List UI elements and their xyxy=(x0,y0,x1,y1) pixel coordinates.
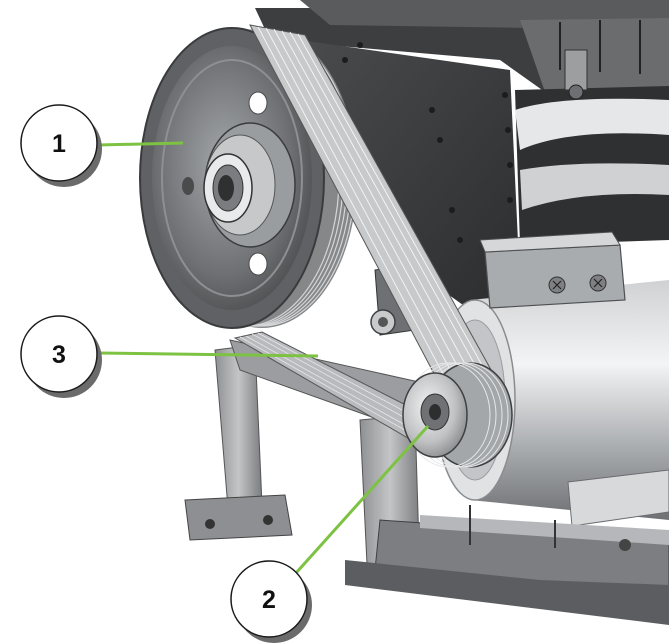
callout-2: 2 xyxy=(230,560,312,643)
callout-leaders xyxy=(97,141,430,575)
callout-3: 3 xyxy=(20,315,102,398)
callout-1-label: 1 xyxy=(52,130,66,158)
small-pulley xyxy=(402,362,513,468)
callout-2-label: 2 xyxy=(262,586,276,614)
callout-3-leader xyxy=(97,351,319,358)
machine-housing xyxy=(255,0,669,310)
callout-3-label: 3 xyxy=(52,341,66,369)
callout-1: 1 xyxy=(20,104,102,187)
callout-2-leader xyxy=(294,424,430,575)
callout-1-leader xyxy=(97,141,184,147)
